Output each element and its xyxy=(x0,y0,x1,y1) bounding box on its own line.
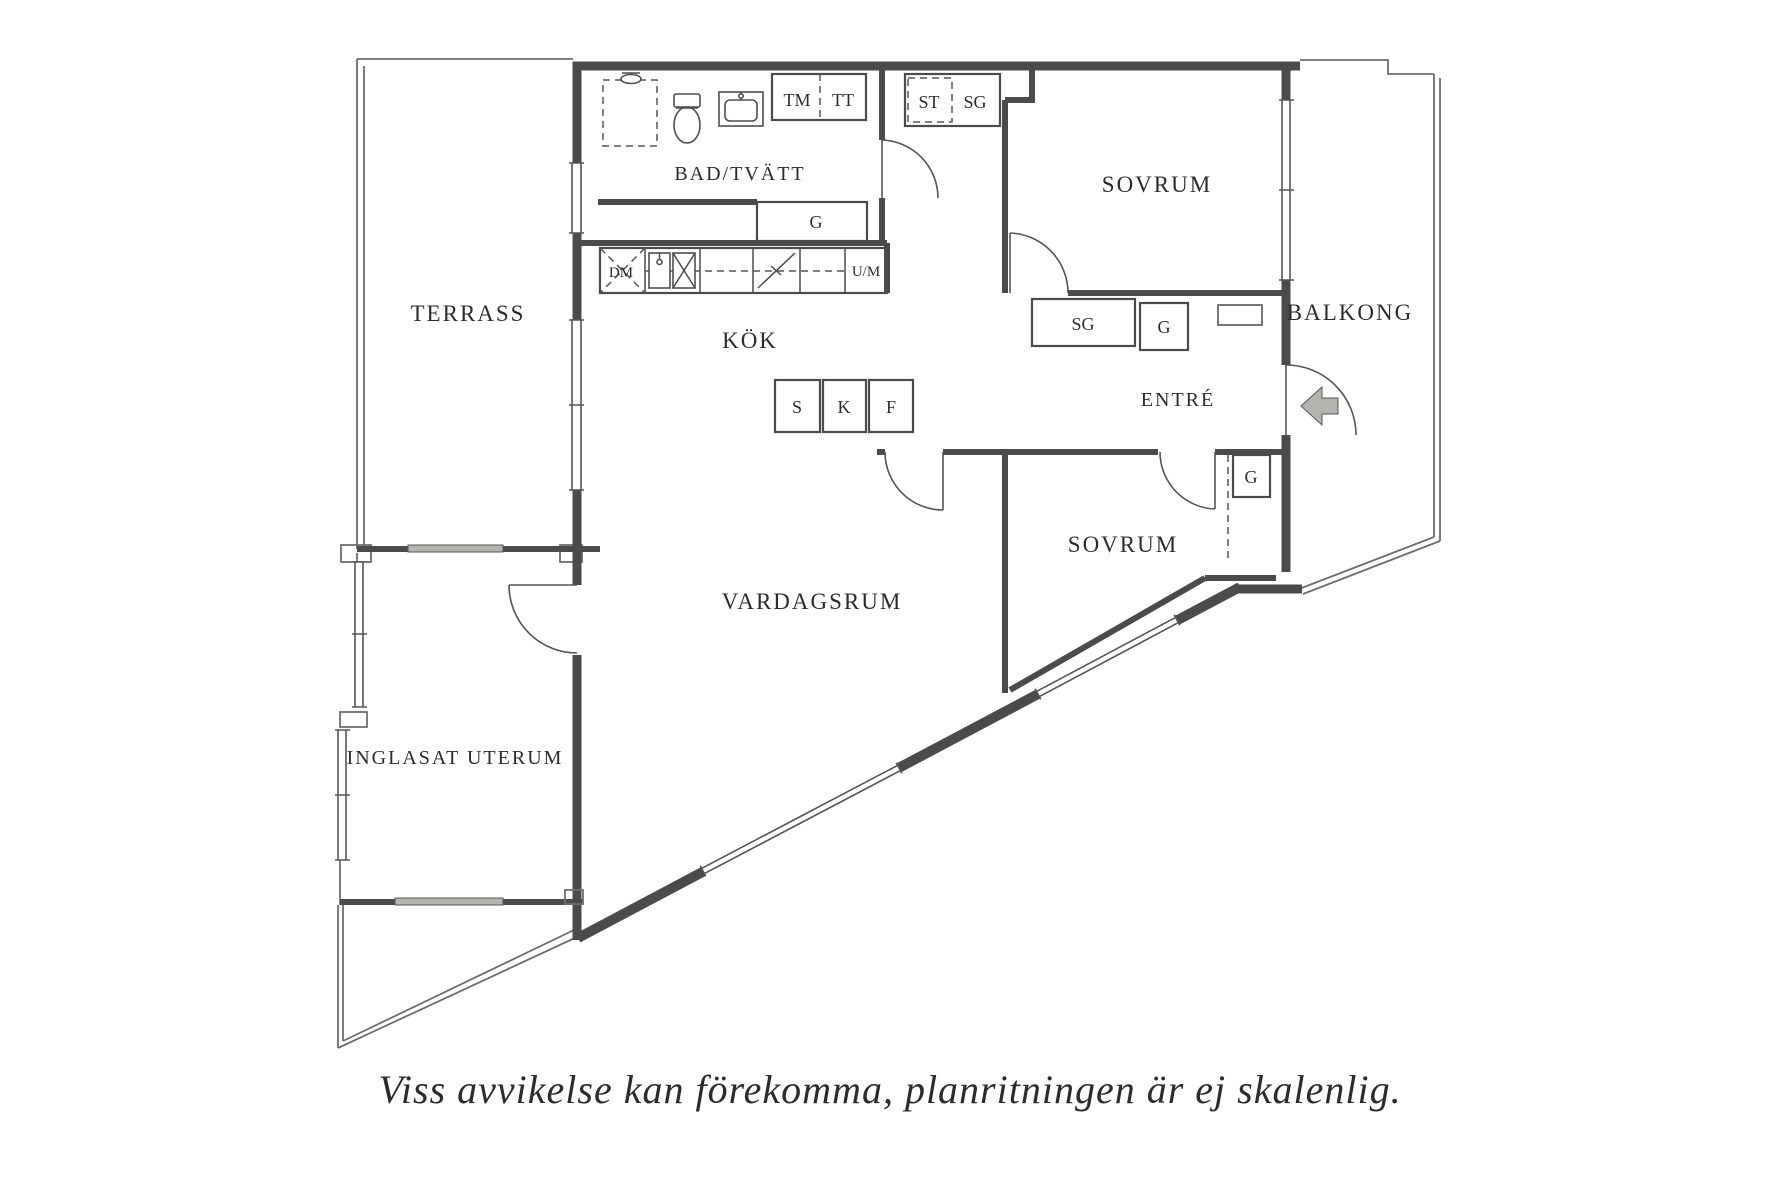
label-um: U/M xyxy=(852,264,880,280)
entre-sg-closet xyxy=(1030,297,1137,348)
entry-door xyxy=(1285,364,1357,436)
sliding-doors xyxy=(394,544,504,906)
room-label-kok: KÖK xyxy=(722,328,778,353)
room-label-entre: ENTRÉ xyxy=(1141,388,1215,411)
washer-dryer-unit xyxy=(770,72,868,122)
skf-cabinets xyxy=(773,378,915,434)
shower xyxy=(602,72,658,147)
entry-arrow-icon xyxy=(1300,385,1339,427)
disclaimer-caption: Viss avvikelse kan förekomma, planritnin… xyxy=(378,1067,1401,1112)
terrace-balcony-outlines xyxy=(337,58,1441,1049)
sovrum2-g-closet xyxy=(1231,453,1272,499)
label-g-hall: G xyxy=(810,212,823,232)
label-sg-entre: SG xyxy=(1071,314,1094,334)
wall-jog xyxy=(1217,304,1263,326)
label-g-entre: G xyxy=(1158,317,1171,337)
terrass-sliding-door xyxy=(407,544,504,553)
label-s: S xyxy=(792,397,802,417)
label-g-sovrum2: G xyxy=(1245,467,1258,487)
room-label-balkong: BALKONG xyxy=(1287,300,1413,325)
entre-g-closet xyxy=(1138,301,1190,352)
kitchen-sink xyxy=(648,252,696,289)
label-tt: TT xyxy=(832,90,854,110)
fixtures xyxy=(598,72,1272,560)
room-label-terrass: TERRASS xyxy=(411,301,526,326)
kitchen-counter xyxy=(598,246,889,295)
bath-hall-door xyxy=(881,139,939,199)
room-label-bad-tvatt: BAD/TVÄTT xyxy=(674,162,805,185)
toilet xyxy=(673,93,701,144)
room-label-sovrum-2: SOVRUM xyxy=(1068,532,1178,557)
room-labels: TERRASS BAD/TVÄTT SOVRUM BALKONG KÖK ENT… xyxy=(347,162,1413,769)
stove xyxy=(757,252,796,289)
label-f: F xyxy=(886,397,896,417)
uterum-door xyxy=(508,584,578,654)
label-dm: DM xyxy=(609,265,633,281)
st-sg-closets xyxy=(903,72,1002,128)
label-st: ST xyxy=(918,92,939,112)
vardagsrum-door xyxy=(884,451,944,511)
label-tm: TM xyxy=(784,90,811,110)
sovrum1-door xyxy=(1009,232,1069,294)
sink xyxy=(718,91,764,127)
room-label-vardagsrum: VARDAGSRUM xyxy=(722,589,903,614)
hall-wardrobe xyxy=(755,200,869,243)
sovrum2-door xyxy=(1159,451,1216,510)
apartment-walls xyxy=(340,61,1302,943)
doors xyxy=(508,139,1357,654)
uterum-sliding-door xyxy=(394,897,504,906)
room-label-inglasat-uterum: INGLASAT UTERUM xyxy=(347,747,564,769)
label-sg-top: SG xyxy=(963,92,986,112)
room-label-sovrum-1: SOVRUM xyxy=(1102,172,1212,197)
fixture-labels: TM TT ST SG G DM U/M SG G S K F G xyxy=(609,90,1258,487)
label-k: K xyxy=(838,397,851,417)
windows xyxy=(335,99,1294,877)
